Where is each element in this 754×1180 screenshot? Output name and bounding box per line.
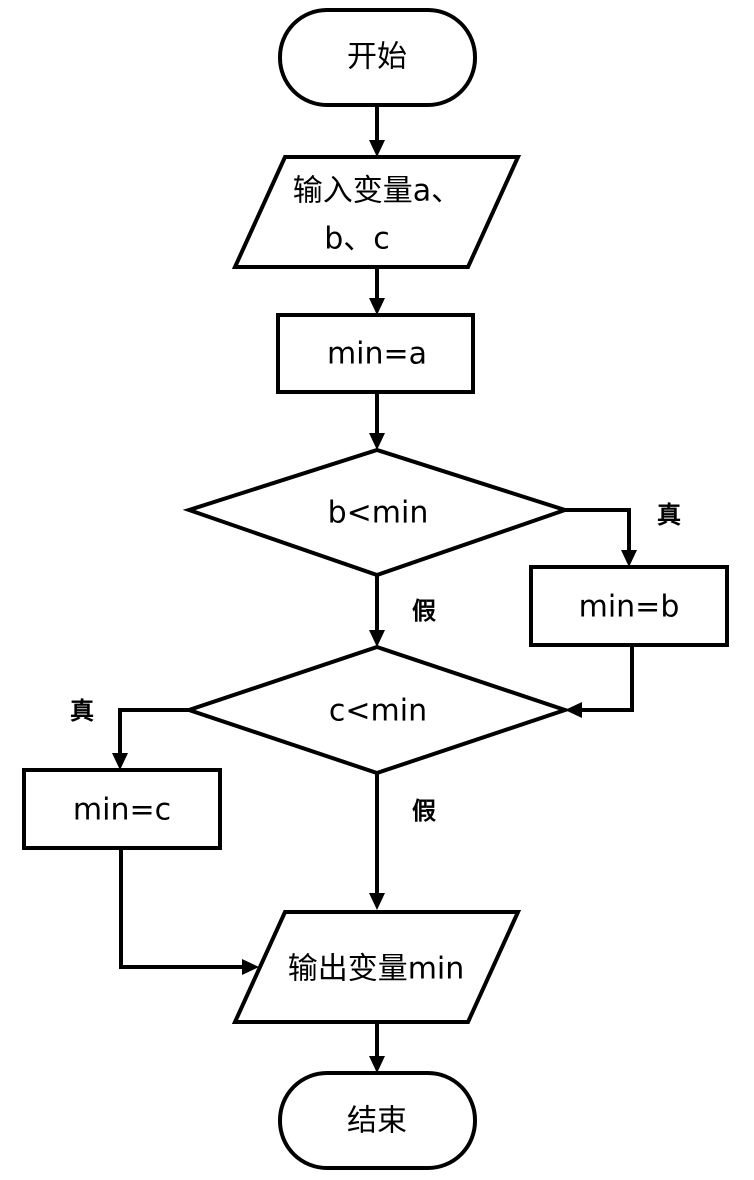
arrowhead-cond-b-false (369, 630, 385, 647)
arrowhead-input-to-assign-a (369, 298, 385, 315)
arrowhead-assign-a-to-cond-b (369, 433, 385, 450)
end-label: 结束 (347, 1104, 407, 1139)
assign-c-box (22, 768, 222, 850)
output-label: 输出变量min (288, 952, 465, 987)
arrowhead-output-to-end (369, 1056, 385, 1073)
cond-b-true-label: 真 (657, 501, 681, 529)
edge-assign-b-to-cond-c (580, 645, 634, 712)
arrowhead-assign-c-to-output (242, 959, 259, 975)
assign-a-box (276, 313, 475, 394)
arrowhead-assign-b-to-cond-c (565, 702, 582, 718)
edge-assign-c-to-output (119, 848, 244, 969)
cond-c-true-label: 真 (70, 697, 94, 725)
arrowhead-cond-c-false (369, 893, 385, 910)
arrowhead-cond-c-true (112, 753, 128, 770)
arrowhead-start-to-input (369, 140, 385, 157)
assign-c-label: min=c (73, 793, 171, 828)
output-parallelogram (231, 910, 522, 1024)
input-parallelogram (231, 155, 522, 269)
cond-b-false-label: 假 (412, 597, 436, 625)
cond-c-false-label: 假 (412, 797, 436, 825)
cond-b-label: b<min (328, 496, 429, 531)
start-label: 开始 (347, 40, 407, 75)
assign-b-label: min=b (579, 590, 680, 625)
cond-c-label: c<min (329, 694, 427, 729)
arrowhead-cond-b-true (621, 550, 637, 567)
edge-cond-b-true (565, 508, 631, 552)
input-label-line2: b、c (324, 222, 390, 257)
end-terminator (278, 1071, 477, 1170)
edge-cond-c-true (118, 708, 189, 755)
assign-b-box (529, 565, 729, 647)
input-label-line1: 输入变量a、 (293, 174, 461, 209)
assign-a-label: min=a (327, 337, 427, 372)
